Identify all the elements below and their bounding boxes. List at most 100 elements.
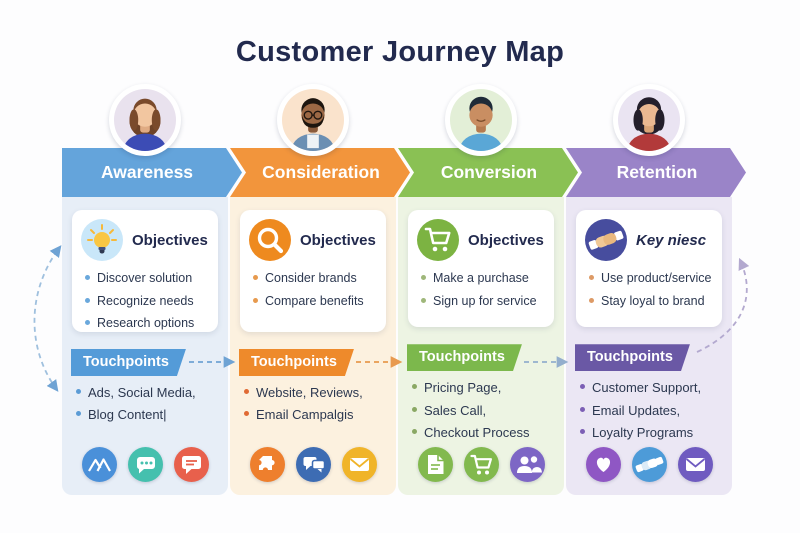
objectives-card: Key niesc Use product/service Stay loyal… xyxy=(576,210,722,328)
objective-item: Sign up for service xyxy=(421,294,545,310)
bullet-dot xyxy=(253,275,258,280)
bullet-dot xyxy=(580,384,585,390)
objective-item: Recognize needs xyxy=(85,294,209,310)
bullet-dot xyxy=(244,389,249,394)
stage-name: Retention xyxy=(616,162,698,182)
stage-column-retention: Retention Key niesc Use product/service … xyxy=(566,84,732,499)
objectives-card: Objectives Make a purchase Sign up for s… xyxy=(408,210,554,328)
stage-banner: Awareness xyxy=(62,148,242,197)
card-title: Key niesc xyxy=(636,231,707,249)
cart-icon xyxy=(417,219,459,261)
touchpoints-list: Website, Reviews, Email Campalgis xyxy=(244,385,386,430)
puzzle-icon xyxy=(249,447,285,482)
envelope-icon xyxy=(341,447,377,482)
bullet-dot xyxy=(589,297,594,303)
touchpoint-item: Customer Support, xyxy=(580,380,722,396)
bullet-dot xyxy=(76,411,81,417)
bullet-dot xyxy=(412,406,417,412)
channel-icon-row xyxy=(230,447,396,482)
speech-bubble-icon xyxy=(127,447,163,482)
handshake-icon xyxy=(585,219,627,261)
touchpoints-list: Pricing Page, Sales Call, Checkout Proce… xyxy=(412,380,554,447)
stage-column-awareness: Awareness xyxy=(62,84,228,499)
objectives-card: Objectives Consider brands Compare benef… xyxy=(240,210,386,332)
objective-item: Stay loyal to brand xyxy=(589,294,713,310)
people-icon xyxy=(509,447,545,482)
bullet-dot xyxy=(85,297,90,303)
magnifier-icon xyxy=(249,219,291,261)
man-glasses-beard-avatar xyxy=(277,84,349,156)
touchpoints-label: Touchpoints xyxy=(239,349,354,376)
touchpoints-label: Touchpoints xyxy=(407,344,522,371)
bullet-dot xyxy=(589,275,594,280)
card-title: Objectives xyxy=(468,231,544,249)
objectives-card: Objectives Discover solution Recognize n… xyxy=(72,210,218,332)
stage-banner: Retention xyxy=(566,148,746,197)
man-smiling-avatar xyxy=(445,84,517,156)
chat-message-icon xyxy=(173,447,209,482)
objective-item: Consider brands xyxy=(253,271,377,287)
objectives-list: Discover solution Recognize needs Resear… xyxy=(85,271,209,332)
touchpoint-item: Blog Content| xyxy=(76,407,218,423)
left-loop-dashed-arrow xyxy=(33,245,62,392)
envelope-icon xyxy=(677,447,713,482)
touchpoints-list: Customer Support, Email Updates, Loyalty… xyxy=(580,380,722,447)
touchpoint-item: Ads, Social Media, xyxy=(76,385,218,401)
objective-item: Research options xyxy=(85,316,209,332)
heart-icon xyxy=(585,447,621,482)
channel-icon-row xyxy=(398,447,564,482)
bullet-dot xyxy=(580,428,585,434)
objectives-list: Use product/service Stay loyal to brand xyxy=(589,271,713,309)
objective-item: Discover solution xyxy=(85,271,209,287)
woman-brown-hair-avatar xyxy=(109,84,181,156)
touchpoints-label: Touchpoints xyxy=(575,344,690,371)
cart-icon xyxy=(463,447,499,482)
card-title: Objectives xyxy=(132,231,208,249)
channel-icon-row xyxy=(566,447,732,482)
objective-item: Use product/service xyxy=(589,271,713,287)
touchpoint-item: Loyalty Programs xyxy=(580,425,722,441)
bullet-dot xyxy=(244,411,249,417)
touchpoint-item: Sales Call, xyxy=(412,403,554,419)
touchpoint-item: Website, Reviews, xyxy=(244,385,386,401)
bullet-dot xyxy=(85,320,90,326)
chat-bubbles-icon xyxy=(295,447,331,482)
page-title: Customer Journey Map xyxy=(235,36,565,68)
touchpoint-item: Email Campalgis xyxy=(244,407,386,423)
bullet-dot xyxy=(421,297,426,303)
channel-icon-row xyxy=(62,447,228,482)
stage-name: Conversion xyxy=(440,162,538,182)
bullet-dot xyxy=(253,297,258,303)
touchpoints-label: Touchpoints xyxy=(71,349,186,376)
stage-panel: Objectives Make a purchase Sign up for s… xyxy=(398,197,564,495)
objectives-list: Make a purchase Sign up for service xyxy=(421,271,545,309)
objective-item: Make a purchase xyxy=(421,271,545,287)
stage-column-conversion: Conversion Objectives Make a purchase Si… xyxy=(398,84,564,499)
objectives-list: Consider brands Compare benefits xyxy=(253,271,377,309)
stage-panel: Objectives Consider brands Compare benef… xyxy=(230,197,396,495)
stage-banner: Conversion xyxy=(398,148,578,197)
bullet-dot xyxy=(580,406,585,412)
touchpoint-item: Pricing Page, xyxy=(412,380,554,396)
lightbulb-icon xyxy=(81,219,123,261)
card-title: Objectives xyxy=(300,231,376,249)
bullet-dot xyxy=(85,275,90,280)
stage-banner: Consideration xyxy=(230,148,410,197)
handshake-icon xyxy=(631,447,667,482)
stage-name: Awareness xyxy=(100,162,194,182)
mountains-icon xyxy=(81,447,117,482)
bullet-dot xyxy=(421,275,426,280)
flyer-icon xyxy=(417,447,453,482)
objective-item: Compare benefits xyxy=(253,294,377,310)
bullet-dot xyxy=(412,428,417,434)
stage-panel: Key niesc Use product/service Stay loyal… xyxy=(566,197,732,495)
stage-column-consideration: Consideration Objectives Consider brands… xyxy=(230,84,396,499)
bullet-dot xyxy=(76,389,81,394)
stage-name: Consideration xyxy=(262,162,380,182)
stage-panel: Objectives Discover solution Recognize n… xyxy=(62,197,228,495)
woman-dark-hair-avatar xyxy=(613,84,685,156)
touchpoint-item: Checkout Process xyxy=(412,425,554,441)
touchpoint-item: Email Updates, xyxy=(580,403,722,419)
touchpoints-list: Ads, Social Media, Blog Content| xyxy=(76,385,218,430)
